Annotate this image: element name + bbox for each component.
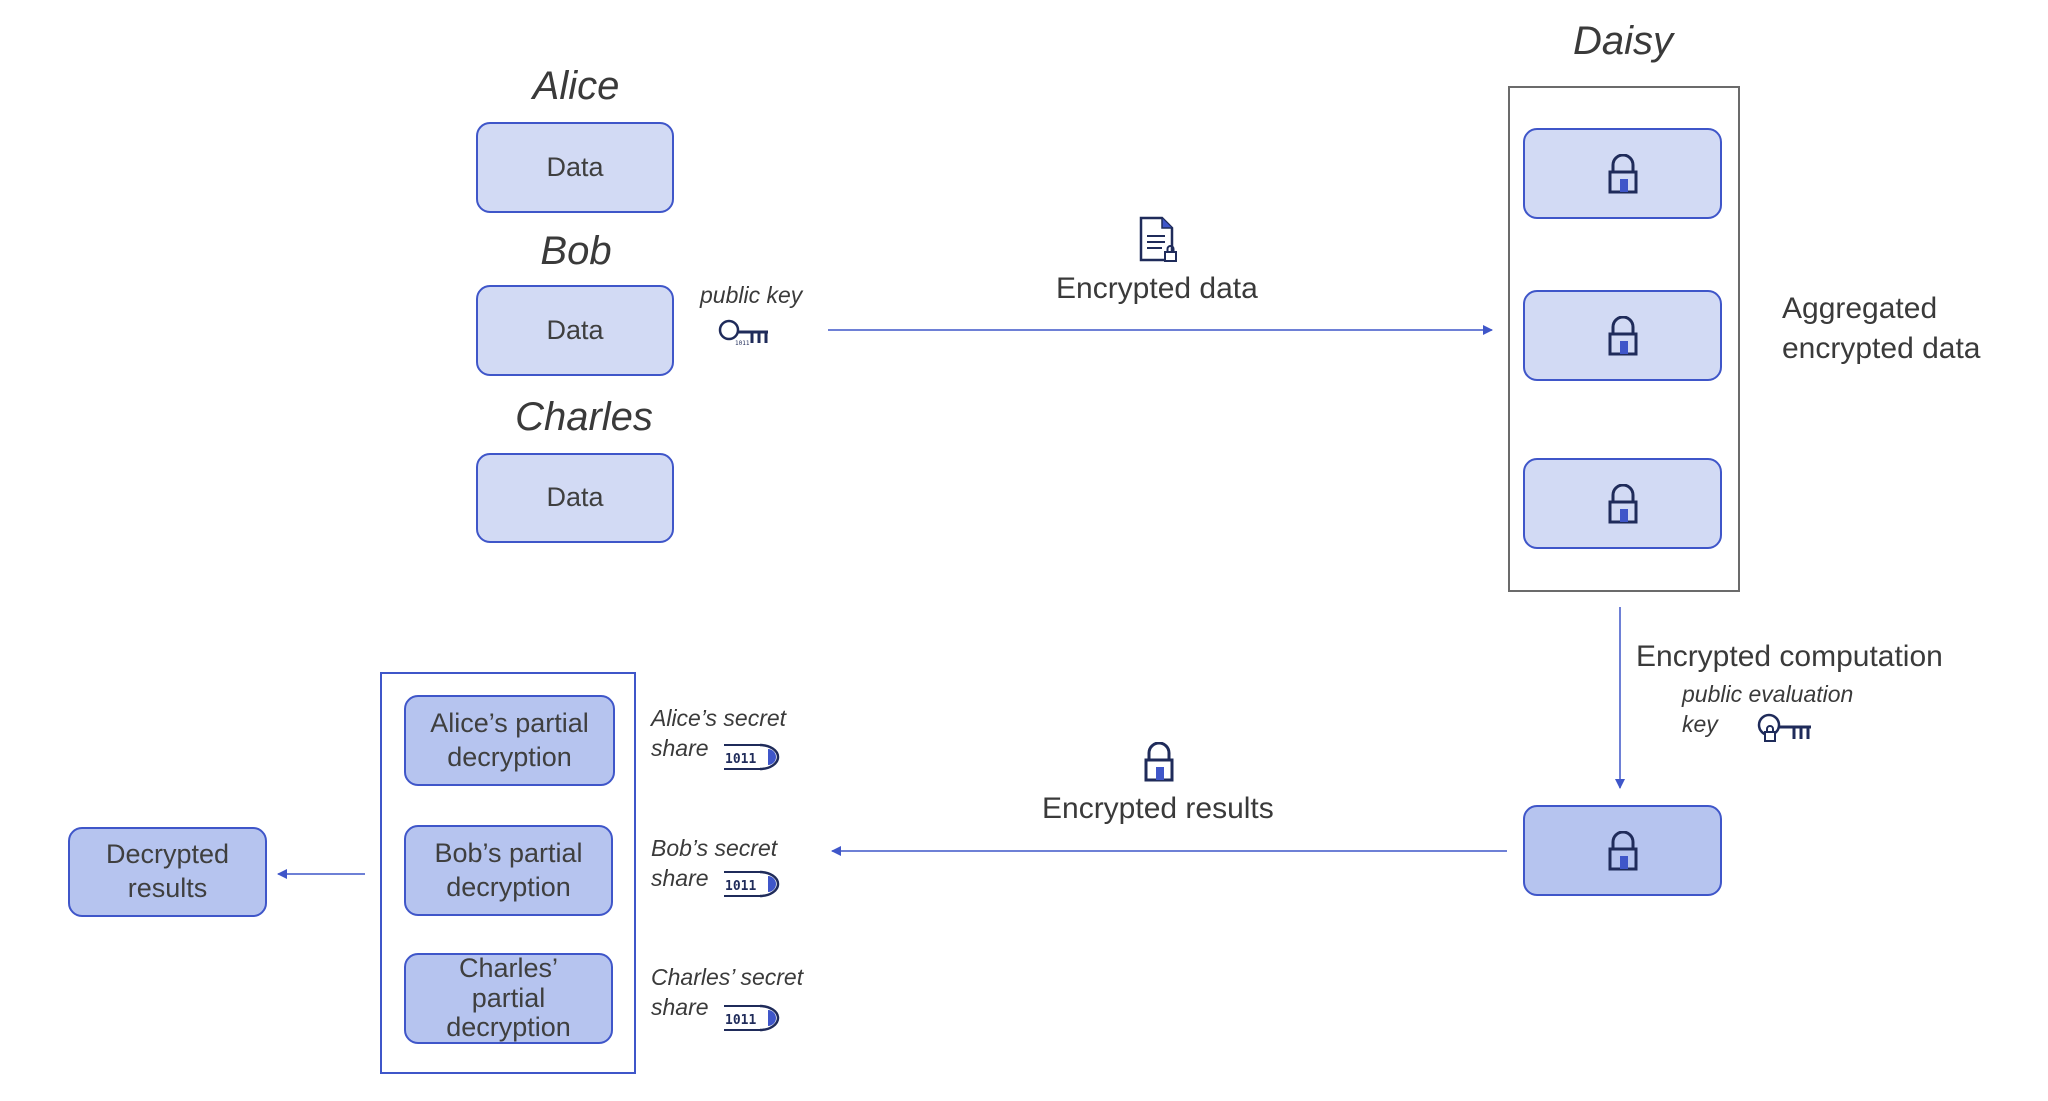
partial-decryptions-frame bbox=[380, 672, 636, 1074]
alice-share-line2: share bbox=[651, 735, 709, 761]
svg-text:1011: 1011 bbox=[725, 1013, 756, 1028]
aggregated-label-line2: encrypted data bbox=[1782, 332, 1981, 365]
partial-line1: Charles’ bbox=[458, 952, 559, 983]
charles-share-line2: share bbox=[651, 994, 709, 1020]
decrypted-line1: Decrypted bbox=[105, 839, 230, 870]
aggregated-label-line1: Aggregated bbox=[1782, 292, 1938, 325]
decrypted-results-box: Decrypted results bbox=[68, 827, 267, 917]
charles-name: Charles bbox=[515, 395, 653, 439]
partial-line1: Bob’s partial bbox=[434, 837, 583, 868]
secret-share-key-icon: 1011 bbox=[722, 862, 784, 909]
alice-data-box: Data bbox=[476, 122, 674, 213]
bob-data-box: Data bbox=[476, 285, 674, 376]
charles-share-line1: Charles’ secret bbox=[651, 964, 804, 990]
decrypted-line2: results bbox=[127, 873, 208, 903]
public-eval-label-line2: key bbox=[1682, 711, 1718, 737]
padlock-icon bbox=[1608, 830, 1637, 870]
daisy-name: Daisy bbox=[1572, 19, 1674, 63]
secret-share-key-icon: 1011 bbox=[722, 735, 784, 782]
partial-line1: Alice’s partial bbox=[430, 707, 589, 738]
secret-share-key-icon: 1011 bbox=[722, 996, 784, 1043]
alice-partial-decryption: Alice’s partial decryption bbox=[404, 695, 615, 786]
evaluation-key-icon bbox=[1756, 712, 1814, 751]
encrypted-data-label: Encrypted data bbox=[1056, 272, 1258, 305]
encrypted-results-label: Encrypted results bbox=[1042, 792, 1274, 825]
public-key-icon: 1011 bbox=[718, 318, 772, 351]
bob-share-line2: share bbox=[651, 865, 709, 891]
padlock-icon bbox=[1608, 153, 1637, 193]
daisy-storage-frame bbox=[1508, 86, 1740, 592]
partial-line2: decryption bbox=[447, 741, 572, 772]
svg-text:1011: 1011 bbox=[735, 340, 750, 346]
partial-line2: partial bbox=[471, 982, 546, 1013]
padlock-icon bbox=[1608, 483, 1637, 523]
svg-text:1011: 1011 bbox=[725, 879, 756, 894]
encrypted-item-1 bbox=[1523, 128, 1722, 219]
encrypted-computation-label: Encrypted computation bbox=[1636, 640, 1943, 673]
bob-name: Bob bbox=[540, 229, 612, 273]
alice-share-line1: Alice’s secret bbox=[651, 705, 787, 731]
charles-partial-decryption: Charles’ partial decryption bbox=[404, 953, 613, 1044]
svg-text:1011: 1011 bbox=[725, 752, 756, 767]
public-eval-label-line1: public evaluation bbox=[1682, 681, 1854, 707]
bob-partial-decryption: Bob’s partial decryption bbox=[404, 825, 613, 916]
encrypted-result-box bbox=[1523, 805, 1722, 896]
public-key-label: public key bbox=[700, 282, 803, 308]
charles-data-box: Data bbox=[476, 453, 674, 543]
padlock-icon bbox=[1608, 315, 1637, 355]
padlock-icon bbox=[1143, 741, 1175, 787]
alice-name: Alice bbox=[532, 64, 620, 108]
bob-share-line1: Bob’s secret bbox=[651, 835, 778, 861]
encrypted-item-3 bbox=[1523, 458, 1722, 549]
encrypted-document-icon bbox=[1138, 216, 1180, 269]
encrypted-item-2 bbox=[1523, 290, 1722, 381]
partial-line2: decryption bbox=[446, 871, 571, 902]
partial-line3: decryption bbox=[446, 1012, 571, 1043]
